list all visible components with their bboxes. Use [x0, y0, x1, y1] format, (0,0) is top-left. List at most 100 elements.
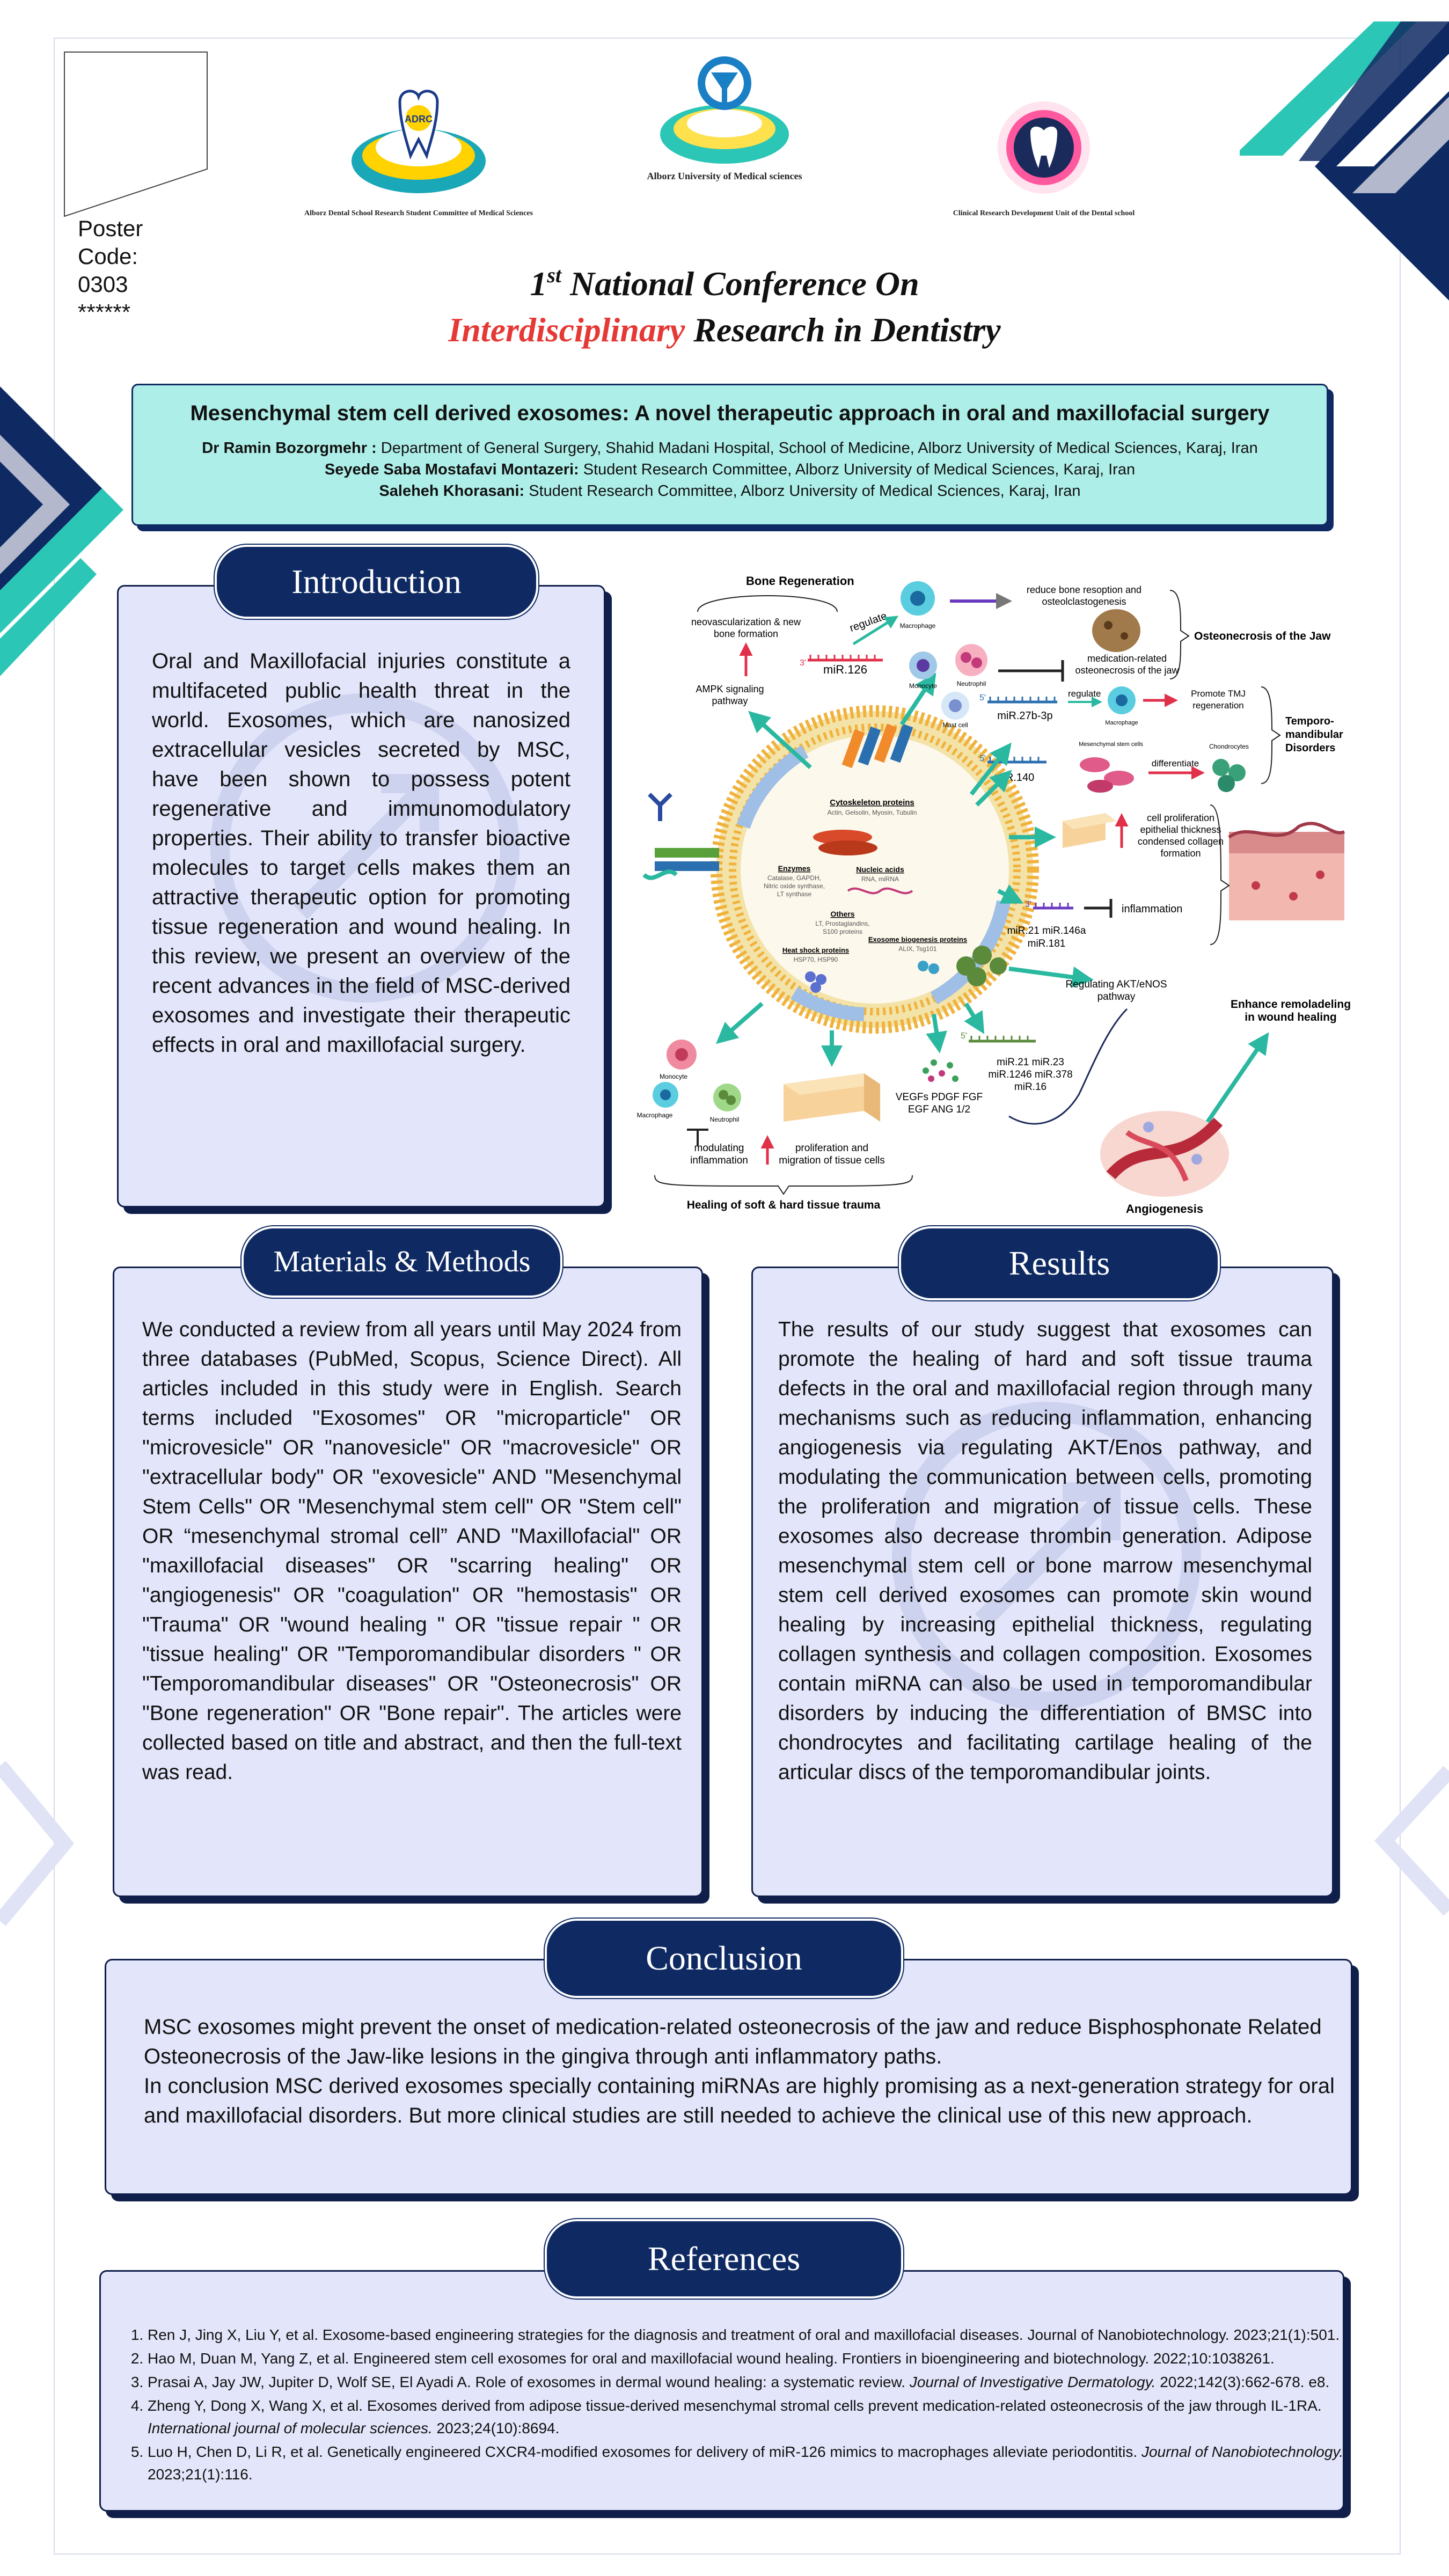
dental-school-logo	[998, 101, 1090, 194]
macrophage-icon	[1108, 686, 1136, 714]
inhibition-arrow	[998, 660, 1064, 682]
materials-methods-heading: Materials & Methods	[241, 1226, 562, 1298]
references-heading: References	[545, 2219, 903, 2299]
rna-strand-icon	[847, 887, 913, 895]
bracket	[1210, 804, 1230, 945]
diagram-label: Catalase, GAPDH,	[767, 874, 821, 882]
conclusion-paragraph: In conclusion MSC derived exosomes speci…	[144, 2074, 1335, 2127]
exosome-mechanism-diagram: Cytoskeleton proteins Actin, Gelsolin, M…	[637, 574, 1351, 1216]
arrow	[715, 1001, 764, 1044]
results-text: The results of our study suggest that ex…	[778, 1318, 1312, 1784]
conference-title: 1st National Conference On Interdiscipli…	[268, 252, 1181, 353]
adrc-logo: ADRC	[352, 90, 486, 193]
macrophage-icon	[653, 1082, 678, 1108]
bracket	[654, 1175, 913, 1195]
diagram-label: 3'	[800, 658, 806, 668]
diagram-label: AMPK signaling	[696, 684, 764, 694]
arrow	[926, 1014, 947, 1053]
diagram-label: Bone Regeneration	[746, 574, 854, 588]
author-line: Dr Ramin Bozorgmehr : Department of Gene…	[202, 440, 1258, 457]
reference-item: Zheng Y, Dong X, Wang X, et al. Exosomes…	[148, 2395, 1355, 2440]
diagram-label: regeneration	[1192, 700, 1243, 711]
inhibition-arrow	[687, 1129, 708, 1146]
diagram-label: epithelial thickness	[1140, 824, 1221, 835]
diagram-label: pathway	[712, 696, 748, 706]
protein-cluster-icon	[805, 961, 939, 993]
diagram-label: pathway	[1097, 991, 1136, 1002]
adrc-logo-caption: Alborz Dental School Research Student Co…	[304, 209, 533, 217]
materials-methods-text: We conducted a review from all years unt…	[142, 1318, 682, 1784]
materials-methods-panel	[113, 1267, 703, 1897]
diagram-label: 5'	[979, 693, 986, 702]
diagram-label: Actin, Gelsolin, Myosin, Tubulin	[828, 809, 917, 816]
diagram-label: Promote TMJ	[1191, 689, 1246, 699]
diagram-label: Chondrocytes	[1209, 743, 1249, 750]
neutrophil-icon	[713, 1084, 741, 1111]
diagram-label: regulate	[848, 610, 888, 634]
diagram-label: cell proliferation	[1147, 813, 1214, 823]
poster-code-line: ******	[78, 299, 131, 325]
arrow	[975, 770, 1012, 807]
actin-filament-icon	[813, 830, 877, 855]
diagram-label: in wound healing	[1245, 1011, 1337, 1023]
faint-decoration-right	[1374, 1766, 1449, 1916]
conclusion-panel	[105, 1959, 1352, 2195]
poster-title: Mesenchymal stem cell derived exosomes: …	[190, 401, 1270, 425]
chondrocyte-icon	[1212, 759, 1246, 792]
bone-tissue-icon	[1092, 609, 1140, 652]
corner-decoration-left	[0, 386, 123, 676]
membrane-protein-icon	[841, 723, 1007, 986]
diagram-label: ALIX, Tsg101	[898, 945, 936, 953]
arrow	[899, 672, 936, 726]
diagram-label: S100 proteins	[823, 928, 862, 935]
diagram-label: condensed collagen	[1138, 836, 1224, 847]
diagram-label: proliferation and	[795, 1143, 868, 1154]
diagram-label: bone formation	[714, 628, 778, 639]
introduction-heading: Introduction	[215, 545, 538, 619]
diagram-label: Macrophage	[1105, 720, 1138, 726]
stem-cell-icon	[1080, 757, 1134, 793]
diagram-label: miR.16	[1014, 1081, 1046, 1093]
poster-code-line: Code:	[78, 244, 138, 269]
neutrophil-icon	[955, 644, 987, 676]
conference-title-line1: 1st National Conference On	[530, 263, 919, 303]
diagram-label: Nucleic acids	[856, 865, 904, 874]
bracket	[1008, 1008, 1128, 1125]
mirna-strand-icon	[987, 697, 1057, 704]
diagram-label: Osteonecrosis of the Jaw	[1194, 630, 1331, 642]
reference-list: Ren J, Jing X, Liu Y, et al. Exosome-bas…	[121, 2324, 1355, 2487]
diagram-label: LT synthase	[777, 890, 812, 898]
title-banner: Mesenchymal stem cell derived exosomes: …	[131, 384, 1328, 526]
monocyte-icon	[909, 652, 937, 679]
skin-wound-illustration	[1228, 822, 1345, 920]
diagram-label: Regulating AKT/eNOS	[1065, 979, 1167, 990]
receptor-icon	[642, 793, 719, 880]
reference-item: Hao M, Duan M, Yang Z, et al. Engineered…	[148, 2347, 1355, 2370]
diagram-label: inflammation	[1122, 903, 1182, 915]
diagram-label: Cytoskeleton proteins	[830, 798, 914, 807]
diagram-label: inflammation	[690, 1155, 748, 1166]
diagram-label: Mast cell	[942, 721, 968, 729]
diagram-label: Neutrophil	[710, 1116, 740, 1123]
diagram-label: 5'	[979, 754, 986, 763]
diagram-label: neovascularization & new	[691, 617, 801, 627]
growth-factor-icon	[923, 1059, 958, 1082]
diagram-label: mandibular	[1285, 729, 1343, 741]
results-heading: Results	[899, 1226, 1220, 1300]
diagram-label: differentiate	[1152, 758, 1199, 769]
conference-title-line2: Interdisciplinary Research in Dentistry	[448, 311, 1001, 349]
diagram-label: medication-related	[1087, 653, 1167, 664]
poster-code-line: Poster	[78, 216, 143, 241]
watermark-icon	[892, 1402, 1201, 1711]
diagram-label: Angiogenesis	[1126, 1202, 1203, 1216]
diagram-label: reduce bone resoption and	[1027, 584, 1141, 595]
diagram-label: miR.126	[823, 663, 867, 676]
mirna-strand-icon	[1033, 903, 1073, 910]
poster-code: Poster Code: 0303 ******	[78, 215, 201, 326]
diagram-label: Nitric oxide synthase,	[764, 882, 825, 890]
bracket	[1169, 590, 1190, 679]
author-line: Seyede Saba Mostafavi Montazeri: Student…	[324, 461, 1136, 478]
adrc-logo-text: ADRC	[405, 114, 433, 125]
diagram-label: modulating	[694, 1143, 744, 1154]
diagram-label: osteolclastogenesis	[1042, 596, 1126, 607]
